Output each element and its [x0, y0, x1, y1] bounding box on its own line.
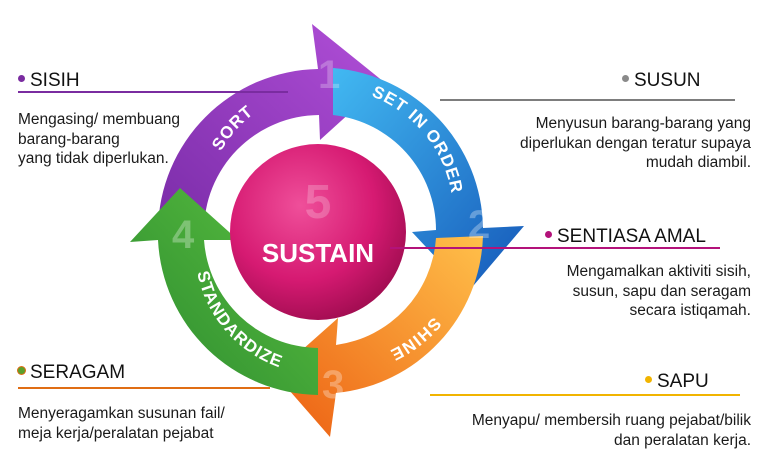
sapu-title: SAPU	[645, 371, 709, 393]
sentiasa-amal-title: SENTIASA AMAL	[545, 226, 706, 248]
sapu-bullet	[645, 376, 652, 384]
set-in-order-number: 2	[468, 203, 490, 247]
susun-desc-line: mudah diambil.	[645, 154, 751, 171]
sentiasa-amal-bullet	[545, 231, 552, 239]
seragam-desc-line: Menyeragamkan susunan fail/	[18, 405, 225, 422]
susun-description: Menyusun barang-barang yang diperlukan d…	[520, 114, 751, 173]
sustain-circle	[230, 144, 406, 320]
sentiasa-amal-desc-line: secara istiqamah.	[629, 302, 751, 319]
sort-arrow	[158, 24, 384, 232]
sisih-desc-line: yang tidak diperlukan.	[18, 150, 169, 167]
standardize-arrow	[130, 188, 318, 395]
sisih-desc-line: barang-barang	[18, 130, 120, 148]
sort-number: 1	[318, 53, 340, 97]
susun-desc-line: diperlukan dengan teratur supaya	[520, 134, 751, 152]
seragam-title-text: SERAGAM	[30, 362, 126, 383]
sisih-title: SISIH	[18, 70, 80, 92]
sentiasa-amal-description: Mengamalkan aktiviti sisih, susun, sapu …	[567, 262, 751, 321]
sapu-title-text: SAPU	[657, 371, 709, 392]
susun-title-text: SUSUN	[634, 70, 701, 91]
sapu-description: Menyapu/ membersih ruang pejabat/bilik d…	[472, 411, 751, 450]
standardize-number: 4	[172, 213, 195, 257]
sisih-connector	[18, 91, 288, 93]
susun-connector	[440, 99, 735, 101]
seragam-desc-line: meja kerja/peralatan pejabat	[18, 424, 214, 442]
seragam-connector	[18, 387, 270, 389]
sisih-title-text: SISIH	[30, 70, 80, 91]
sentiasa-amal-desc-line: susun, sapu dan seragam	[572, 282, 751, 300]
seragam-title: SERAGAM	[18, 362, 125, 384]
sustain-label: SUSTAIN	[262, 238, 374, 268]
sentiasa-amal-desc-line: Mengamalkan aktiviti sisih,	[566, 263, 751, 280]
susun-bullet	[622, 75, 629, 83]
sisih-desc-line: Mengasing/ membuang	[18, 111, 180, 128]
susun-desc-line: Menyusun barang-barang yang	[535, 115, 751, 132]
sustain-number: 5	[305, 176, 332, 229]
sisih-bullet	[18, 75, 25, 83]
susun-title: SUSUN	[622, 70, 701, 92]
sisih-description: Mengasing/ membuang barang-barang yang t…	[18, 110, 180, 169]
sentiasa-amal-title-text: SENTIASA AMAL	[557, 226, 706, 247]
shine-arrow	[275, 236, 483, 437]
sapu-desc-line: dan peralatan kerja.	[613, 431, 751, 449]
shine-number: 3	[322, 363, 344, 407]
seragam-description: Menyeragamkan susunan fail/ meja kerja/p…	[18, 404, 225, 443]
sapu-connector	[430, 394, 740, 396]
set-in-order-arrow	[333, 68, 524, 292]
sentiasa-amal-connector	[390, 247, 720, 249]
seragam-bullet	[18, 367, 25, 375]
sapu-desc-line: Menyapu/ membersih ruang pejabat/bilik	[471, 412, 751, 429]
